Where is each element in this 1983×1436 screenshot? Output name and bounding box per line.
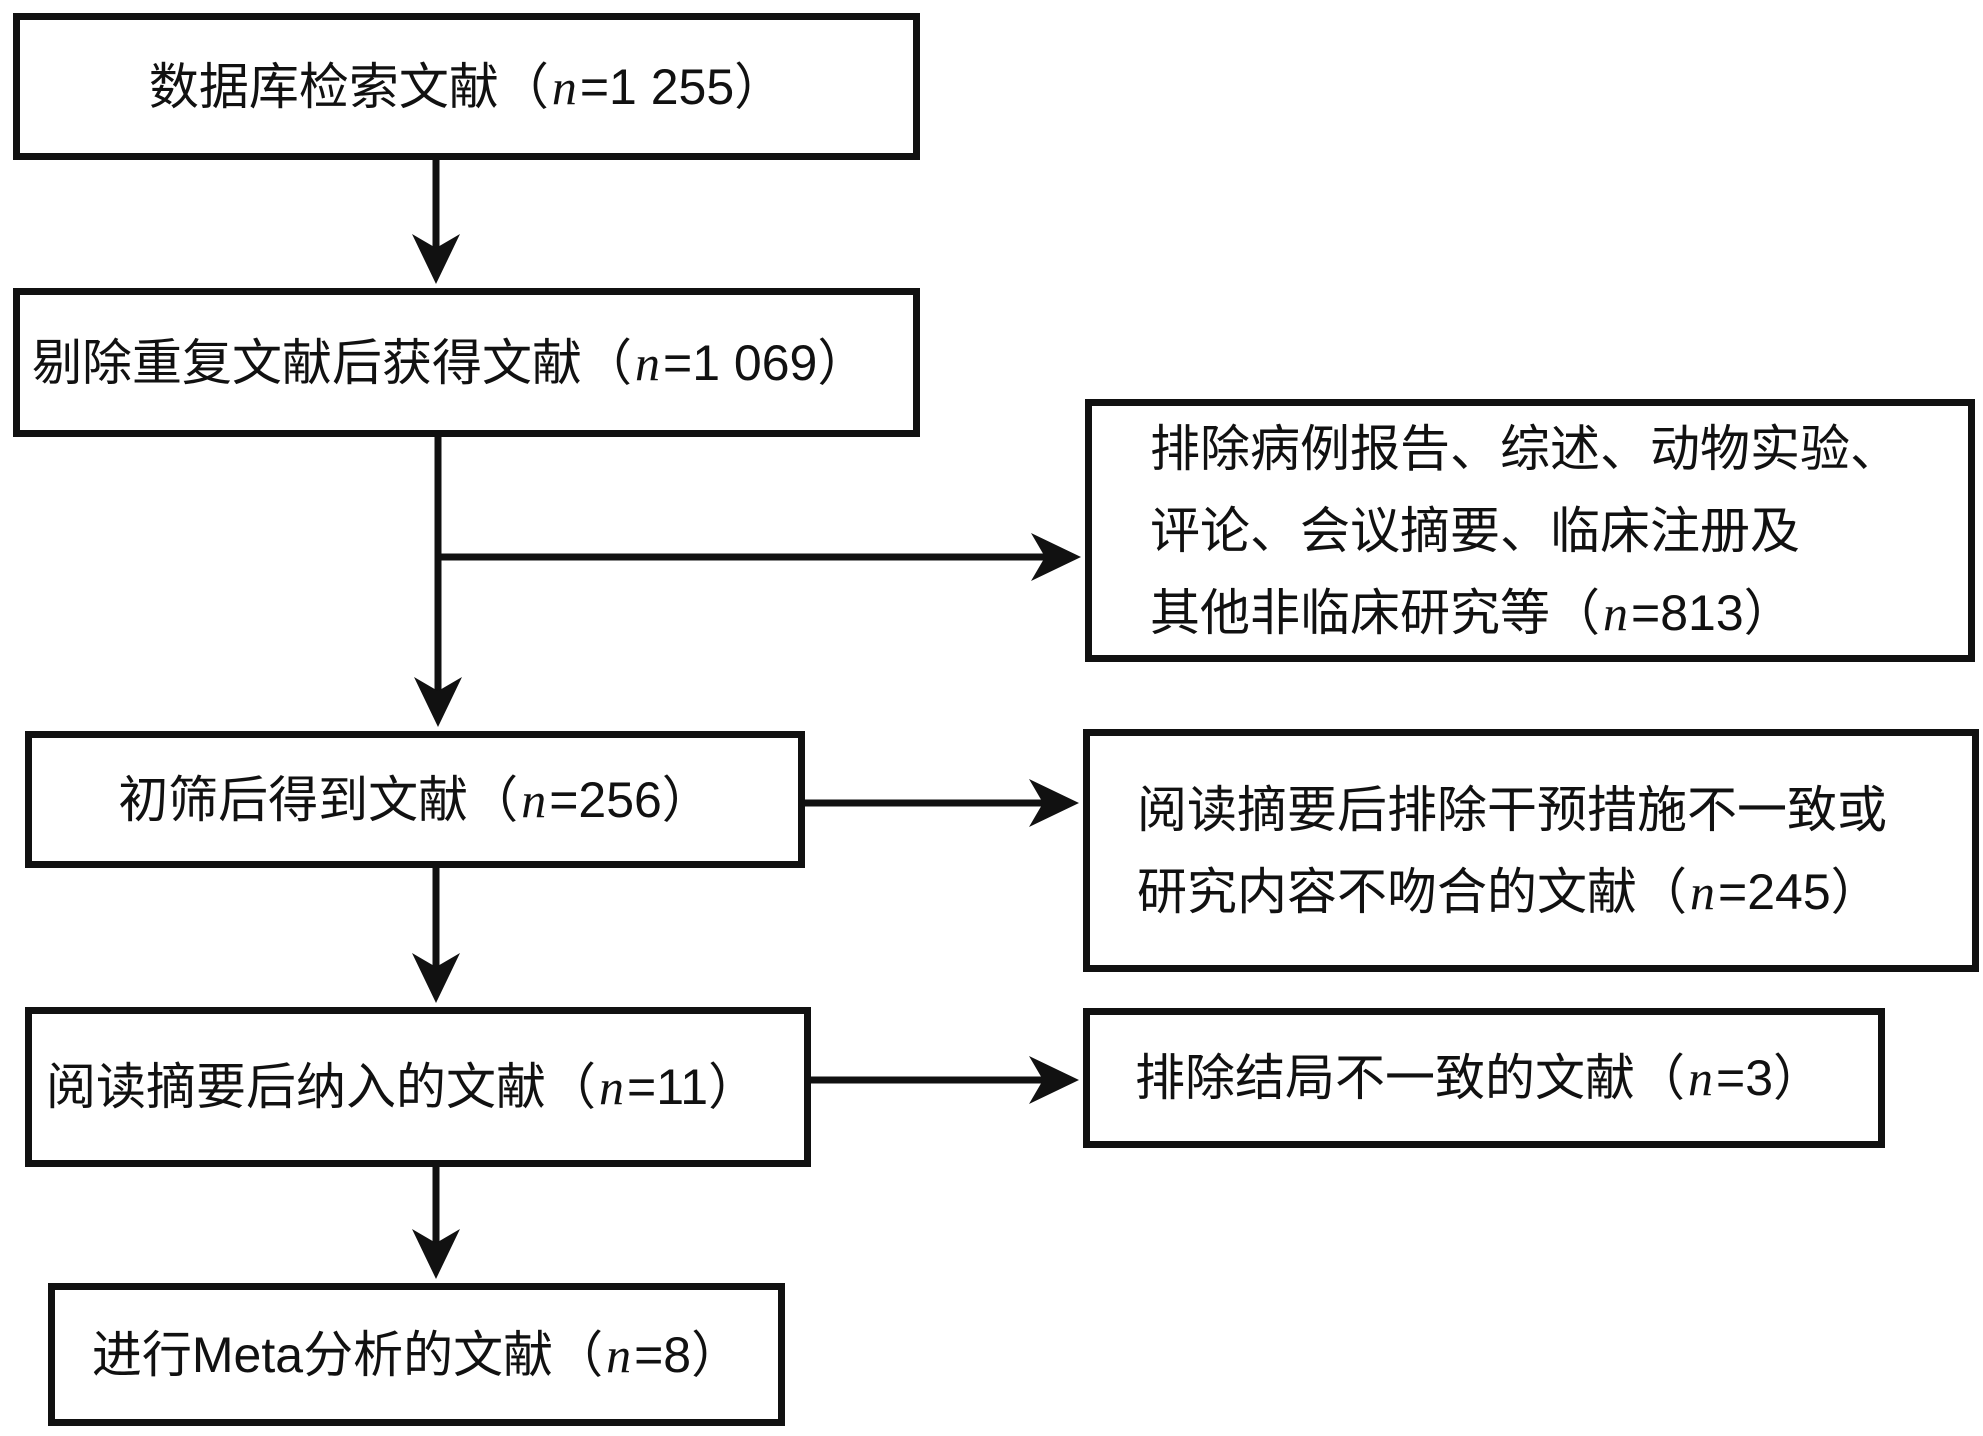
- box-after-dedup-label: 剔除重复文献后获得文献（n=1 069）: [32, 322, 867, 404]
- text-segment: 研究内容不吻合的文献（: [1137, 863, 1687, 920]
- text-segment: 剔除重复文献后获得文献（: [32, 334, 632, 391]
- box-abstract-included-label: 阅读摘要后纳入的文献（n=11）: [46, 1046, 758, 1128]
- text-segment: 初筛后得到文献（: [118, 771, 519, 828]
- arrow-branch-to-excluded-813: [435, 533, 1081, 581]
- text-segment: =256）: [549, 771, 712, 828]
- text-segment: =245）: [1718, 863, 1881, 920]
- arrow-dedup-to-screened: [414, 437, 462, 727]
- excluded-outcome-label: 排除结局不一致的文献（n=3）: [1135, 1037, 1823, 1119]
- text-segment: =11）: [627, 1059, 759, 1115]
- excluded-nonclinical-line1: 排除病例报告、综述、动物实验、: [1150, 420, 1900, 477]
- excluded-nonclinical-line3: 其他非临床研究等（n=813）: [1150, 572, 1794, 654]
- n-variable: n: [1688, 1050, 1713, 1106]
- n-variable: n: [521, 771, 547, 828]
- box-excluded-outcome: 排除结局不一致的文献（n=3）: [1083, 1008, 1885, 1148]
- n-variable: n: [551, 58, 577, 115]
- text-segment: =813）: [1631, 584, 1794, 641]
- excluded-nonclinical-line2: 评论、会议摘要、临床注册及: [1150, 502, 1800, 559]
- arrow-database-to-dedup: [412, 160, 460, 284]
- n-variable: n: [606, 1326, 632, 1383]
- n-variable: n: [1690, 863, 1715, 920]
- box-initial-screen: 初筛后得到文献（n=256）: [25, 731, 805, 868]
- arrow-abstract-included-to-excluded-3: [811, 1056, 1079, 1104]
- text-segment: =3）: [1716, 1050, 1824, 1106]
- box-excluded-mismatch: 阅读摘要后排除干预措施不一致或 研究内容不吻合的文献（n=245）: [1083, 729, 1979, 972]
- text-segment: 数据库检索文献（: [148, 58, 549, 115]
- box-meta-analysis: 进行Meta分析的文献（n=8）: [48, 1283, 785, 1426]
- box-after-dedup: 剔除重复文献后获得文献（n=1 069）: [13, 288, 920, 437]
- text-segment: 其他非临床研究等（: [1150, 584, 1600, 641]
- text-segment: 阅读摘要后纳入的文献（: [46, 1059, 596, 1115]
- arrow-screened-to-excluded-245: [805, 779, 1079, 827]
- text-segment: =8）: [634, 1326, 742, 1383]
- box-meta-analysis-label: 进行Meta分析的文献（n=8）: [92, 1314, 741, 1396]
- n-variable: n: [1603, 584, 1628, 641]
- arrow-abstract-included-to-meta: [412, 1167, 460, 1279]
- box-database-search: 数据库检索文献（n=1 255）: [13, 13, 920, 160]
- text-segment: =1 069）: [663, 334, 868, 391]
- text-segment: =1 255）: [579, 58, 785, 115]
- excluded-mismatch-line2: 研究内容不吻合的文献（n=245）: [1137, 851, 1881, 933]
- box-initial-screen-label: 初筛后得到文献（n=256）: [118, 759, 712, 841]
- n-variable: n: [599, 1059, 624, 1115]
- text-segment: 排除结局不一致的文献（: [1135, 1050, 1685, 1106]
- text-segment: 进行Meta分析的文献（: [91, 1326, 604, 1383]
- excluded-mismatch-line1: 阅读摘要后排除干预措施不一致或: [1137, 781, 1887, 838]
- arrow-screened-to-abstract-included: [412, 868, 460, 1003]
- n-variable: n: [635, 334, 660, 391]
- box-excluded-nonclinical: 排除病例报告、综述、动物实验、 评论、会议摘要、临床注册及 其他非临床研究等（n…: [1085, 399, 1975, 662]
- box-abstract-included: 阅读摘要后纳入的文献（n=11）: [25, 1007, 811, 1167]
- box-database-search-label: 数据库检索文献（n=1 255）: [149, 46, 784, 128]
